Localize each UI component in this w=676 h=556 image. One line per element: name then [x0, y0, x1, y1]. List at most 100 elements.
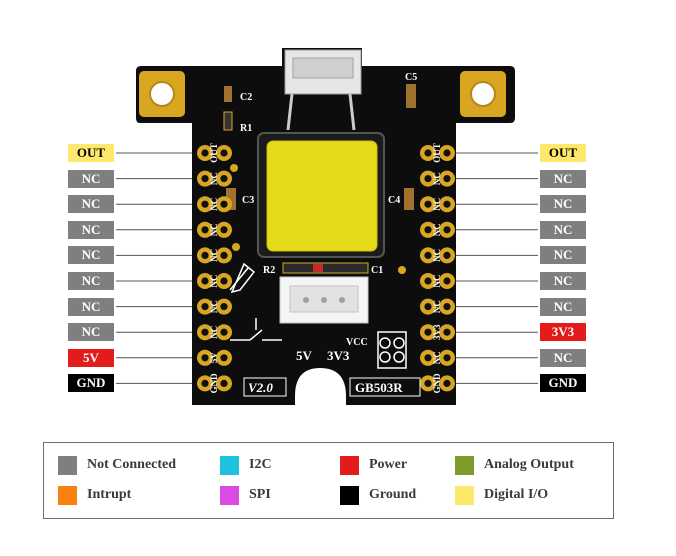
pad-hole	[220, 379, 228, 387]
silk-pin-label: 3V3	[432, 324, 442, 340]
pad-hole	[220, 251, 228, 259]
pad-hole	[201, 354, 209, 362]
silk-vcc: VCC	[346, 337, 368, 348]
pin-label-right-6: NC	[540, 272, 586, 290]
name-box	[349, 377, 421, 397]
pin-label-right-7: NC	[540, 297, 586, 316]
silk-pin-label: NC	[209, 300, 219, 313]
legend-label: Ground	[369, 487, 417, 502]
legend-item-i2c: I2C	[220, 455, 272, 475]
legend: Not Connected I2C Power Analog Output In…	[43, 442, 614, 519]
silk-5v: 5V	[296, 348, 313, 363]
pad-hole	[220, 277, 228, 285]
pad-hole	[220, 303, 228, 311]
chip-logo-icon	[377, 331, 407, 369]
component-row	[282, 262, 369, 274]
board-name: GB503R	[355, 380, 403, 395]
pin-label-left-1: OUT	[68, 144, 114, 162]
silk-r2: R2	[263, 265, 275, 276]
silk-pin-label: NC	[432, 275, 442, 288]
pad-hole	[201, 277, 209, 285]
pad-hole	[424, 251, 432, 259]
component-c4	[404, 188, 414, 210]
pin-label-left-4: NC	[68, 220, 114, 239]
silk-pin-label: OUT	[432, 143, 442, 163]
silk-pin-label: GND	[209, 373, 219, 394]
pin-label-left-9: 5V	[68, 348, 114, 367]
pad-hole	[443, 379, 451, 387]
legend-swatch	[340, 485, 359, 505]
pad-hole	[201, 251, 209, 259]
pad-hole	[424, 379, 432, 387]
left-header-pads	[197, 145, 232, 392]
legend-swatch	[58, 485, 77, 505]
pad-hole	[201, 303, 209, 311]
pad-hole	[424, 226, 432, 234]
legend-swatch	[220, 455, 239, 475]
silk-pin-label: NC	[432, 223, 442, 236]
silk-pin-label: NC	[432, 300, 442, 313]
legend-swatch	[220, 485, 239, 505]
legend-item-digital-io: Digital I/O	[455, 485, 548, 505]
legend-swatch	[455, 455, 474, 475]
legend-label: Not Connected	[87, 457, 177, 472]
pin-label-right-8: 3V3	[540, 323, 586, 342]
version-box	[243, 377, 287, 397]
pin-label-left-3: NC	[68, 195, 114, 214]
silk-r1: R1	[240, 123, 252, 134]
pin-label-right-1: OUT	[540, 144, 586, 162]
silk-pin-label: NC	[209, 198, 219, 211]
touch-symbol-icon	[229, 262, 282, 341]
legend-label: I2C	[249, 457, 272, 472]
connector-legs	[286, 93, 356, 131]
silk-c1: C1	[371, 265, 383, 276]
pad-hole	[443, 175, 451, 183]
via-2	[398, 266, 406, 274]
pad-hole	[424, 328, 432, 336]
pin-label-right-10: GND	[540, 374, 586, 393]
pin-label-left-5: NC	[68, 246, 114, 265]
legend-item-ground: Ground	[340, 485, 416, 505]
pad-hole	[443, 251, 451, 259]
silk-pin-label: 5V	[209, 352, 219, 364]
legend-item-spi: SPI	[220, 485, 271, 505]
pad-hole	[443, 328, 451, 336]
pad-hole	[424, 303, 432, 311]
pad-hole	[220, 354, 228, 362]
via-1	[232, 243, 240, 251]
legend-label: Digital I/O	[484, 487, 549, 502]
legend-item-interrupt: Intrupt	[58, 485, 131, 505]
connector-slot	[292, 57, 354, 79]
silk-pin-label: NC	[432, 351, 442, 364]
legend-item-analog-output: Analog Output	[455, 455, 574, 475]
pad-hole	[201, 379, 209, 387]
pin-lines	[116, 152, 538, 384]
mounting-hole-left	[149, 81, 175, 107]
pad-hole	[424, 200, 432, 208]
silk-pin-label: OUT	[209, 143, 219, 163]
pad-hole	[443, 200, 451, 208]
component-r1	[223, 111, 233, 131]
silk-pin-label: NC	[432, 172, 442, 185]
pin-label-right-5: NC	[540, 246, 586, 265]
mounting-hole-right	[470, 81, 496, 107]
pad-hole	[424, 175, 432, 183]
component-c5	[406, 84, 416, 108]
pad-hole	[443, 277, 451, 285]
legend-swatch	[455, 485, 474, 505]
pad-hole	[424, 354, 432, 362]
component-c3	[226, 188, 236, 210]
pin-label-right-4: NC	[540, 220, 586, 239]
silk-pin-label: NC	[432, 198, 442, 211]
legend-label: Intrupt	[87, 487, 132, 502]
silk-pin-label: NC	[209, 172, 219, 185]
right-header-pads	[420, 145, 455, 392]
silk-pin-label: NC	[209, 249, 219, 262]
pad-hole	[443, 149, 451, 157]
pad-hole	[443, 354, 451, 362]
pin-label-left-6: NC	[68, 272, 114, 290]
